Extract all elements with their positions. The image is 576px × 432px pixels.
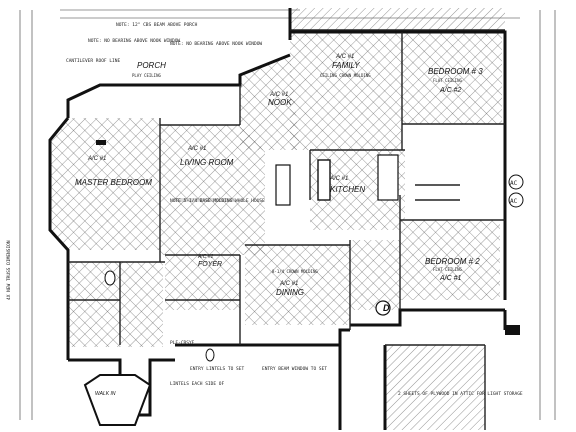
truss-dimension-note: 4X NEW TRUSS DIMENSION [6, 240, 12, 300]
base-molding-note: NOTE 5-1/4 BASE MOLDING WHOLE HOUSE [170, 198, 265, 204]
bedroom2-sub: FLAT CEILING [433, 267, 462, 272]
bedroom3-label: BEDROOM # 3 [428, 67, 483, 76]
bedroom3-code: A/C #2 [439, 87, 462, 94]
entry-bay [83, 374, 152, 426]
no-bearing-note-1: NOTE: NO BEARING ABOVE NOOK WINDOW [170, 41, 262, 47]
bedroom2-code: A/C #1 [439, 275, 462, 282]
master-label: MASTER BEDROOM [75, 178, 152, 187]
porch-beam-note: NOTE: 12" CBS BEAM ABOVE PORCH [116, 22, 198, 28]
bedroom3-sub: FLAT CEILING [433, 78, 462, 83]
bedroom2-floor [400, 220, 500, 300]
kitchen-counter [377, 154, 399, 201]
dryer-marker: D [383, 303, 390, 313]
hall-floor [350, 240, 400, 310]
beam-marker-2 [175, 198, 235, 202]
lintel-note: LINTELS EACH SIDE OF [170, 381, 224, 387]
bath-floor [68, 262, 163, 347]
foyer-code: A/C #1 [197, 254, 214, 260]
living-room-floor [160, 125, 265, 255]
plf-note: PLF-CBSYE [170, 340, 195, 346]
garage [383, 325, 520, 430]
room-labels: PORCH PLAY CEILING FAMILY A/C #1 CEILING… [75, 54, 483, 397]
foyer-floor [165, 255, 240, 310]
nook-code: A/C #1 [269, 92, 288, 98]
living-code: A/C #1 [187, 146, 206, 152]
attic-storage-note: 2 SHEETS OF PLYWOOD IN ATTIC FOR LIGHT S… [398, 391, 523, 397]
dining-floor [245, 245, 350, 325]
garage-floor [385, 345, 485, 430]
dining-sub: 8-1/4 CROWN MOLDING [272, 269, 318, 274]
beam-marker [96, 140, 106, 145]
water-heater [375, 300, 391, 316]
nook-label: NOOK [268, 98, 292, 107]
toilet [104, 270, 116, 286]
no-bearing-note-2: NOTE: NO BEARING ABOVE NOOK WINDOW [88, 38, 180, 44]
master-bedroom-floor [50, 118, 160, 250]
plan-notes: NOTE: 12" CBS BEAM ABOVE PORCH NOTE: NO … [6, 22, 523, 397]
master-code: A/C #1 [87, 156, 106, 162]
walkin-label: WALK IN [95, 391, 116, 397]
dining-code: A/C #1 [279, 281, 298, 287]
nook-floor [240, 55, 300, 150]
cantilever-note: CANTILEVER ROOF LINE [66, 58, 120, 64]
bedroom2-label: BEDROOM # 2 [425, 257, 480, 266]
family-label: FAMILY [332, 61, 360, 70]
dining-label: DINING [276, 288, 304, 297]
family-room-floor [290, 32, 402, 150]
kitchen-island [317, 159, 331, 201]
ac-unit-1-label: AC [510, 180, 518, 187]
family-sub: CEILING CROWN MOLDING [320, 73, 371, 78]
ac-units: AC AC [508, 174, 524, 208]
entry-lintels-note: ENTRY LINTELS TO SET [190, 366, 244, 372]
kitchen-code: A/C #1 [329, 176, 348, 182]
exterior-walls [48, 30, 507, 430]
foyer-label: FOYER [198, 261, 222, 268]
ac-unit-2-label: AC [510, 198, 518, 205]
bedroom3-floor [402, 32, 502, 124]
entry-beam-note: ENTRY BEAM WINDOW TO SET [262, 366, 327, 372]
living-label: LIVING ROOM [180, 158, 234, 167]
toilet-2 [205, 348, 215, 362]
interior-walls [68, 32, 505, 345]
family-code: A/C #1 [335, 54, 354, 60]
kitchen-label: KITCHEN [330, 185, 365, 194]
living-fireplace [275, 164, 291, 206]
porch-label: PORCH [137, 61, 166, 70]
porch-sub: PLAY CEILING [132, 73, 161, 78]
